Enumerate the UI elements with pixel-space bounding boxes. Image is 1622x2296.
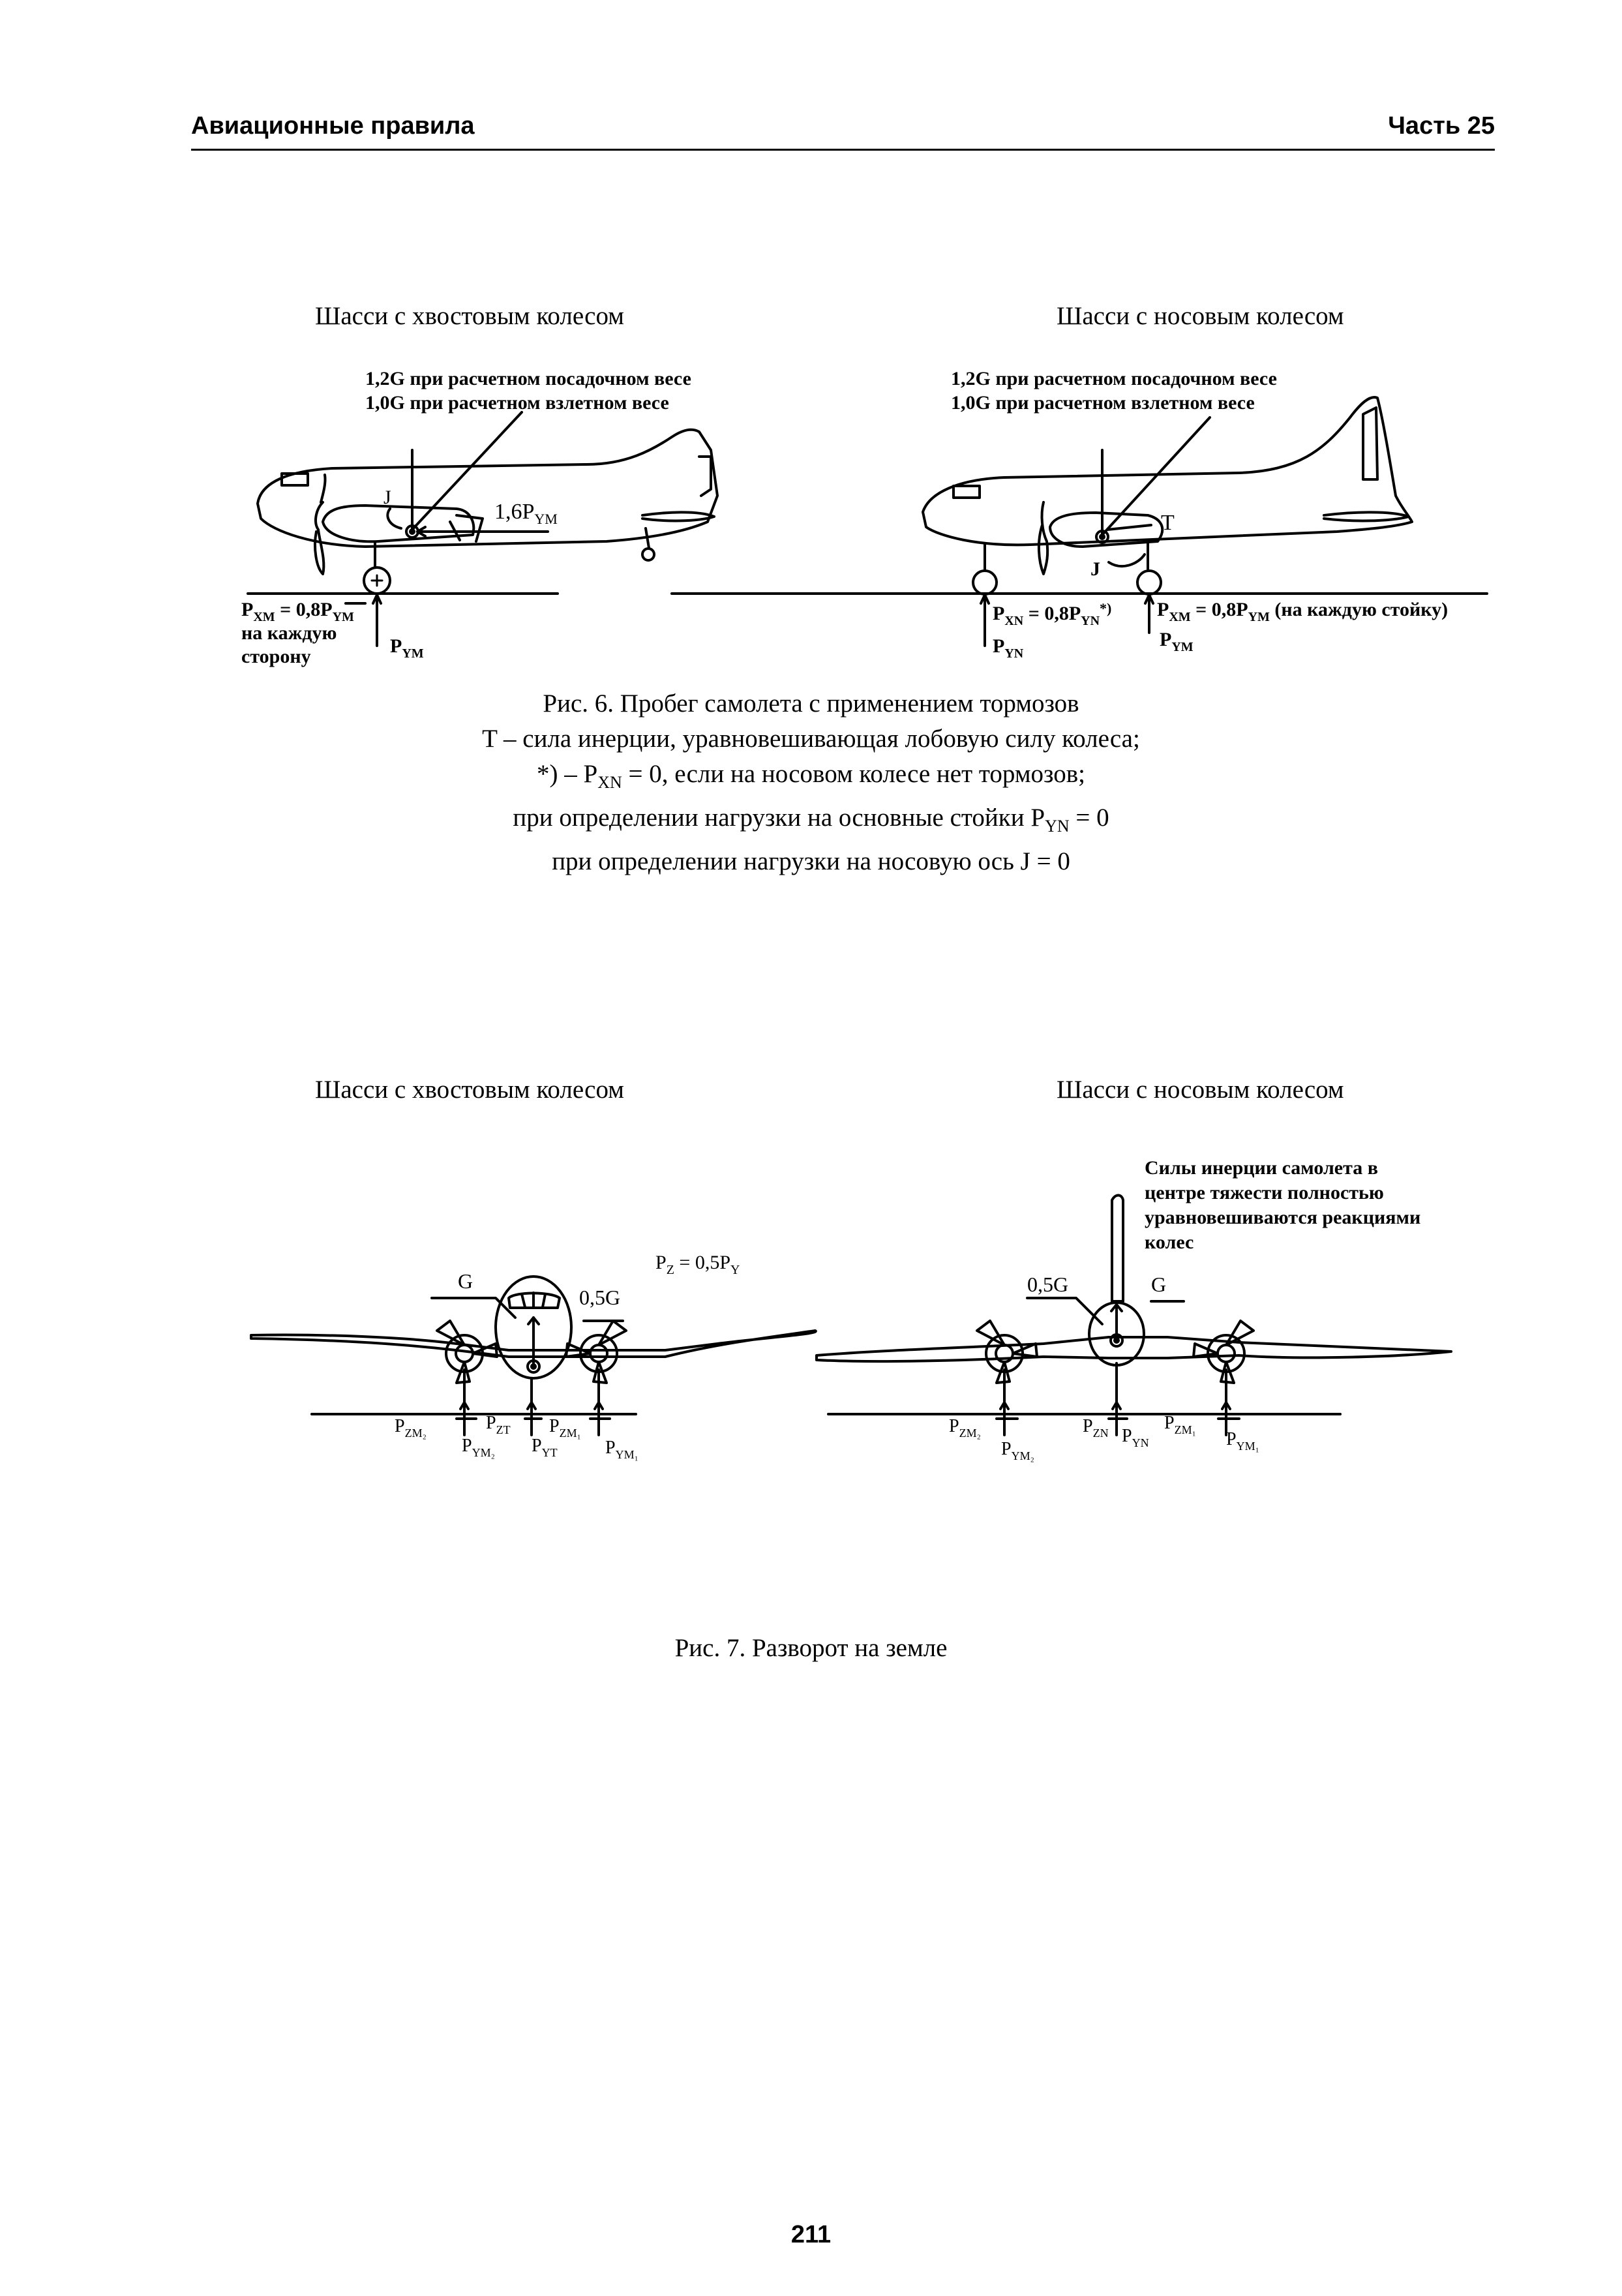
- fig6-nosewheel-drawing: [670, 396, 1488, 647]
- fig7-right-label-05g: 0,5G: [1027, 1273, 1068, 1296]
- fig6-label-pyn: PYN: [993, 635, 1024, 661]
- fig6-label-pxm-right: PXM = 0,8PYM (на каждую стойку): [1157, 599, 1448, 624]
- fig7-l-pym2: PYM₂: [462, 1436, 495, 1459]
- fig7-nosewheel-drawing: [815, 1194, 1452, 1436]
- fig7-r-pym2: PYM₂: [1001, 1439, 1034, 1462]
- fig7-left-label-g: G: [458, 1269, 473, 1293]
- fig7-r-pzn: PZN: [1083, 1416, 1109, 1440]
- fig7-r-pyn: PYN: [1122, 1426, 1149, 1449]
- fig6-left-title: Шасси с хвостовым колесом: [315, 302, 624, 330]
- fig7-l-pzm1: PZM₁: [549, 1416, 581, 1440]
- fig6-label-pym-right: PYM: [1160, 629, 1194, 654]
- fig6-label-pxn: PXN = 0,8PYN*): [993, 600, 1111, 628]
- fig7-right-label-g: G: [1151, 1273, 1166, 1296]
- fig6-label-t: T: [1161, 511, 1175, 535]
- fig6-label-1-6p: 1,6PYM: [494, 500, 558, 527]
- fig6-right-title: Шасси с носовым колесом: [1057, 302, 1344, 330]
- fig6-right-note-line1: 1,2G при расчетном посадочном весе: [951, 368, 1277, 389]
- fig6-each-side-line1: на каждую: [241, 622, 337, 644]
- fig7-r-pzm1: PZM₁: [1164, 1413, 1196, 1436]
- fig7-label-pz: PZ = 0,5PY: [655, 1252, 740, 1277]
- fig6-taildragger-drawing: [247, 411, 719, 647]
- fig6-caption-line5: при определении нагрузки на носовую ось …: [552, 847, 1070, 875]
- fig7-l-pyt: PYT: [532, 1436, 558, 1459]
- fig7-l-pzt: PZT: [486, 1413, 511, 1436]
- fig6-caption-line2: T – сила инерции, уравновешивающая лобов…: [482, 725, 1140, 753]
- fig6-left-note-line2: 1,0G при расчетном взлетном весе: [365, 392, 669, 414]
- fig6-caption-line3: *) – PXN = 0, если на носовом колесе нет…: [537, 760, 1085, 792]
- fig7-l-pzm2: PZM₂: [395, 1416, 427, 1440]
- fig6-each-side-line2: сторону: [241, 646, 311, 667]
- fig6-label-j-left: J: [383, 487, 391, 508]
- fig7-left-title: Шасси с хвостовым колесом: [315, 1076, 624, 1104]
- header-rule: [191, 149, 1495, 151]
- fig7-right-title: Шасси с носовым колесом: [1057, 1076, 1344, 1104]
- fig7-taildragger-drawing: [250, 1275, 817, 1436]
- fig7-r-pzm2: PZM₂: [949, 1416, 981, 1440]
- page-number: 211: [790, 2221, 832, 2248]
- fig6-label-j-right: J: [1090, 558, 1100, 580]
- fig6-label-pym-left: PYM: [390, 635, 424, 661]
- fig6-label-pxm-left: PXM = 0,8PYM: [241, 599, 354, 624]
- fig7-left-label-05g: 0,5G: [579, 1286, 620, 1309]
- fig7-right-note-line3: уравновешиваются реакциями: [1145, 1207, 1420, 1228]
- fig6-caption: Рис. 6. Пробег самолета с применением то…: [0, 686, 1622, 879]
- fig7-l-pym1: PYM₁: [605, 1438, 638, 1461]
- fig7-r-pym1: PYM₁: [1226, 1429, 1259, 1453]
- fig7-right-note-line2: центре тяжести полностью: [1145, 1182, 1384, 1203]
- fig6-caption-line4: при определении нагрузки на основные сто…: [513, 803, 1109, 836]
- fig7-right-note-line1: Силы инерции самолета в: [1145, 1157, 1378, 1179]
- fig6-caption-line1: Рис. 6. Пробег самолета с применением то…: [543, 689, 1079, 718]
- fig7-right-note-line4: колес: [1145, 1231, 1194, 1253]
- fig7-caption: Рис. 7. Разворот на земле: [674, 1634, 948, 1662]
- running-header-title: Авиационные правила: [191, 112, 475, 140]
- fig6-right-note-line2: 1,0G при расчетном взлетном весе: [951, 392, 1255, 414]
- running-header-part: Часть 25: [1388, 112, 1495, 140]
- fig6-left-note-line1: 1,2G при расчетном посадочном весе: [365, 368, 691, 389]
